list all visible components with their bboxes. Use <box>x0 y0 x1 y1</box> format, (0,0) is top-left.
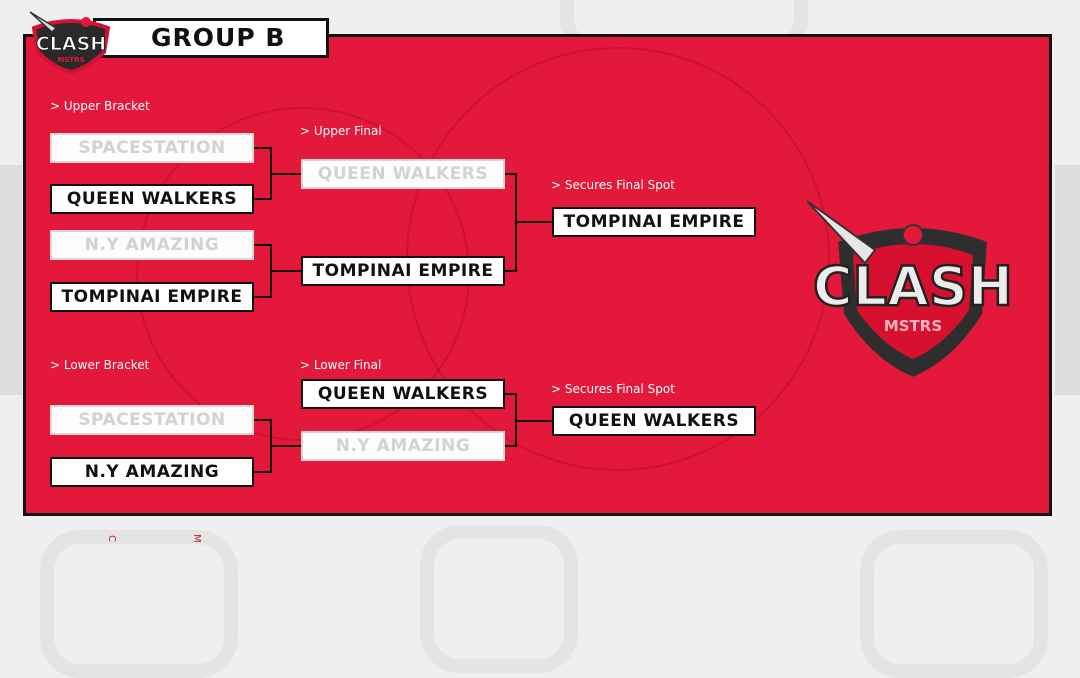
footer-glyph-m: M <box>190 534 202 543</box>
team-slot-upper-m2-bottom: TOMPINAI EMPIRE <box>50 282 254 312</box>
bracket-line <box>505 173 516 175</box>
bracket-line <box>270 270 301 272</box>
team-slot-lower-final-bottom: N.Y AMAZING <box>301 431 505 461</box>
bracket-panel <box>23 34 1052 516</box>
bracket-line <box>505 393 516 395</box>
logo-sub: MSTRS <box>884 317 942 335</box>
team-slot-upper-winner: TOMPINAI EMPIRE <box>552 207 756 237</box>
label-upper-bracket: > Upper Bracket <box>50 99 150 113</box>
bracket-line <box>515 221 552 223</box>
logo-word: CLASH <box>36 33 106 55</box>
logo-word: CLASH <box>813 255 1013 318</box>
bracket-line <box>254 471 270 473</box>
clash-mstrs-logo-large: CLASH MSTRS <box>806 200 1014 384</box>
skull-icon <box>81 17 91 27</box>
team-slot-upper-final-top: QUEEN WALKERS <box>301 159 505 189</box>
team-slot-upper-m2-top: N.Y AMAZING <box>50 230 254 260</box>
label-upper-final: > Upper Final <box>300 124 382 138</box>
background-shape <box>860 530 1048 678</box>
team-slot-lower-final-top: QUEEN WALKERS <box>301 379 505 409</box>
team-slot-lower-winner: QUEEN WALKERS <box>552 406 756 436</box>
shield-shape <box>31 19 111 74</box>
sword-icon <box>806 200 877 265</box>
logo-sub: MSTRS <box>57 56 84 64</box>
label-lower-bracket: > Lower Bracket <box>50 358 150 372</box>
label-secures-final-upper: > Secures Final Spot <box>551 178 675 192</box>
team-slot-upper-m1-bottom: QUEEN WALKERS <box>50 184 254 214</box>
bracket-line <box>505 270 516 272</box>
background-stripe-right <box>1055 165 1080 395</box>
bracket-line <box>254 419 270 421</box>
clash-logo-small: CLASH MSTRS <box>29 11 111 74</box>
skull-icon <box>902 224 924 246</box>
background-stripe-left <box>0 165 22 395</box>
sword-icon <box>29 11 58 34</box>
background-shape <box>420 525 578 673</box>
bracket-line <box>254 244 270 246</box>
bracket-line <box>505 445 516 447</box>
team-slot-upper-final-bottom: TOMPINAI EMPIRE <box>301 256 505 286</box>
team-slot-upper-m1-top: SPACESTATION <box>50 133 254 163</box>
background-shape <box>40 530 238 678</box>
bracket-line <box>270 445 301 447</box>
team-slot-lower-m1-top: SPACESTATION <box>50 405 254 435</box>
label-lower-final: > Lower Final <box>300 358 382 372</box>
bracket-line <box>254 198 270 200</box>
bracket-line <box>254 296 270 298</box>
footer-glyph-c: C <box>105 535 117 542</box>
bracket-line <box>270 173 301 175</box>
bracket-line <box>515 420 552 422</box>
group-title: GROUP B <box>93 18 329 58</box>
bracket-line <box>254 147 270 149</box>
shield-shape <box>853 244 973 359</box>
label-secures-final-lower: > Secures Final Spot <box>551 382 675 396</box>
team-slot-lower-m1-bottom: N.Y AMAZING <box>50 457 254 487</box>
